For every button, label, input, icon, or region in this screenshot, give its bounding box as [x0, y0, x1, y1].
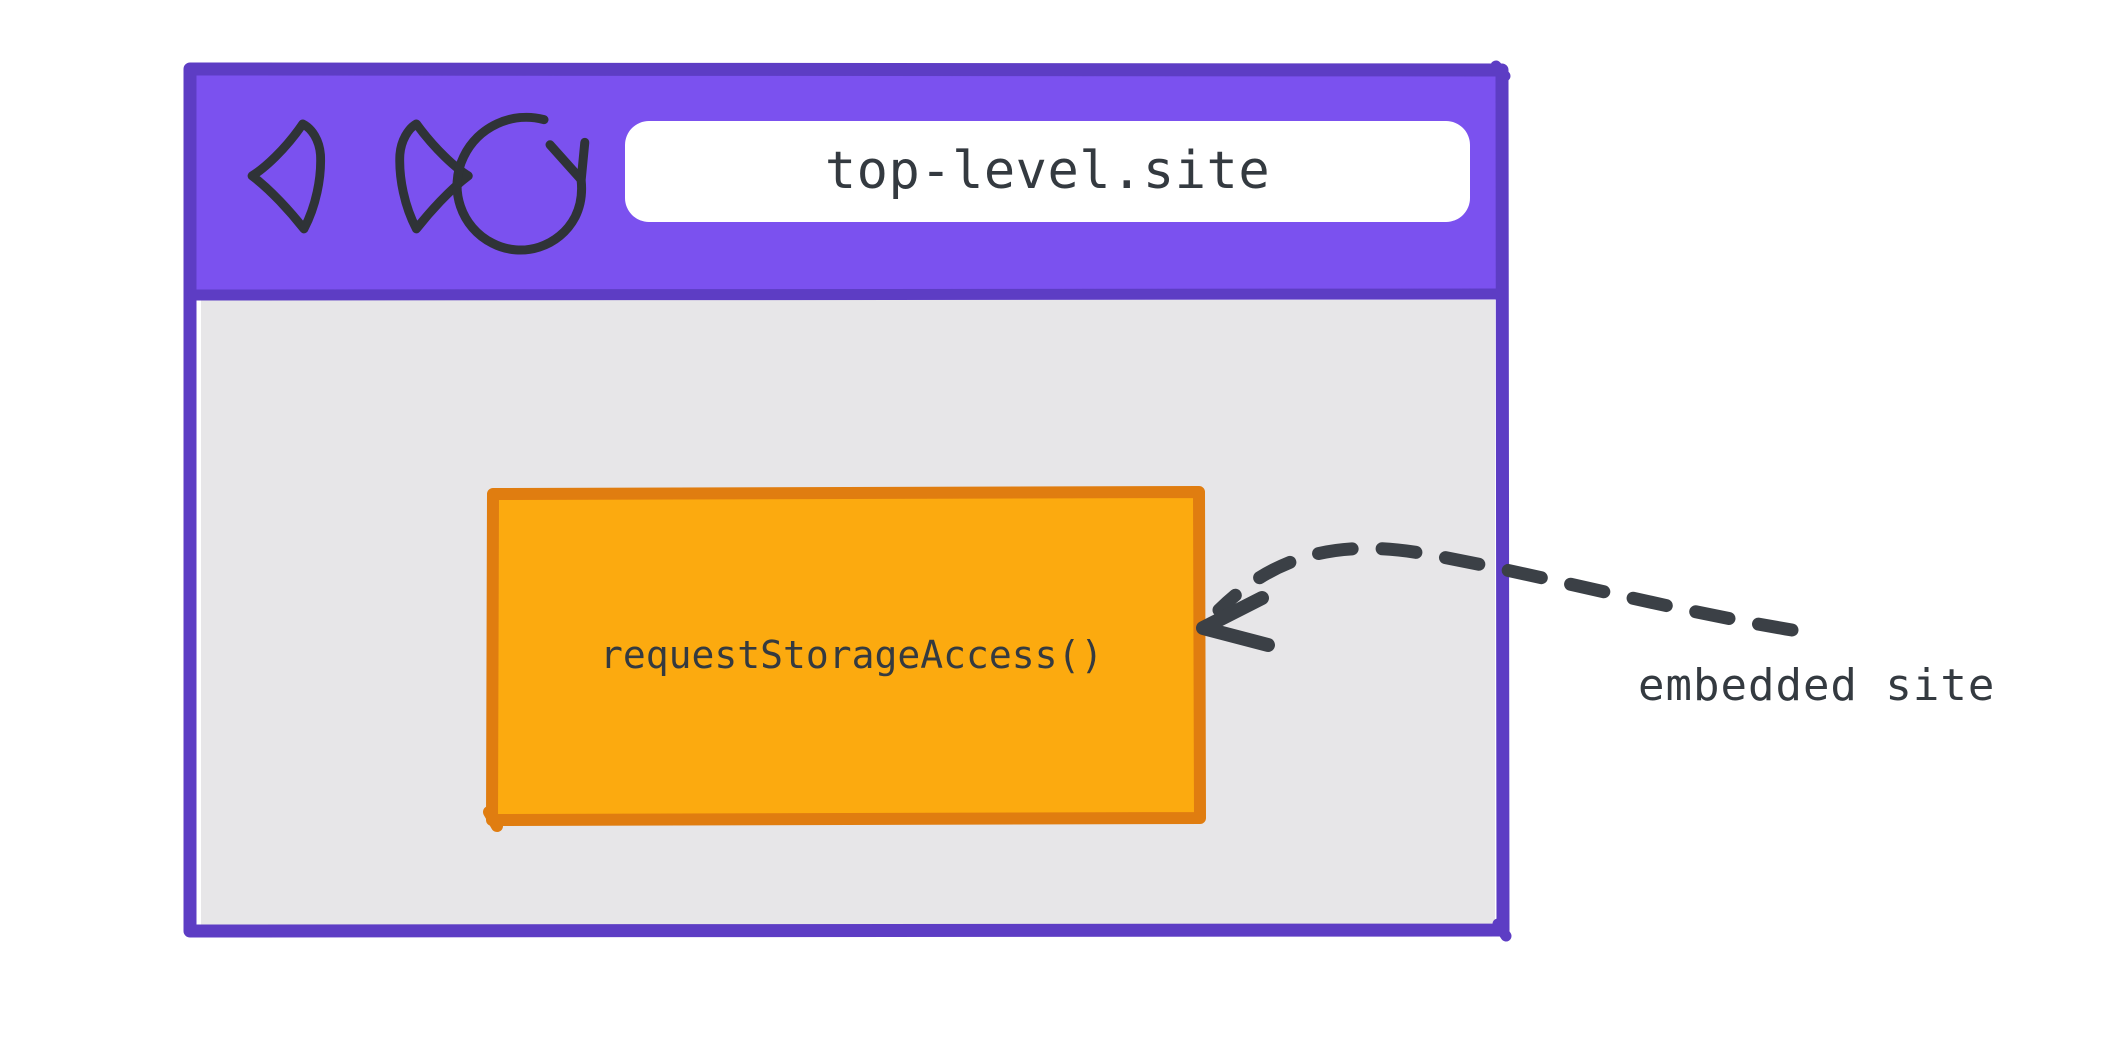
url-bar-background[interactable] — [625, 121, 1470, 222]
embedded-site-label: requestStorageAccess() — [600, 633, 1104, 677]
toolbar-divider — [187, 288, 1506, 301]
annotation-arrowhead-icon — [1196, 591, 1275, 652]
embedded-site-fill[interactable] — [497, 498, 1197, 816]
embedded-site-corner-accent — [483, 806, 503, 832]
nav-controls[interactable] — [247, 112, 590, 255]
embedded-site-border — [486, 486, 1206, 826]
frame-corner-accent-br — [1492, 918, 1512, 942]
frame-corner-accent-tr — [1490, 60, 1511, 82]
annotation-label: embedded site — [1638, 660, 1996, 711]
annotation-arrow-curve — [1212, 541, 1799, 637]
url-bar[interactable] — [625, 121, 1470, 222]
forward-arrow-icon[interactable] — [395, 119, 473, 234]
url-bar-text[interactable]: top-level.site — [824, 141, 1271, 201]
embedded-site-box[interactable] — [483, 486, 1206, 832]
reload-icon[interactable] — [452, 112, 587, 255]
reload-arrowhead-icon[interactable] — [545, 137, 590, 185]
back-arrow-icon[interactable] — [247, 119, 326, 234]
annotation-arrow — [1196, 541, 1799, 652]
